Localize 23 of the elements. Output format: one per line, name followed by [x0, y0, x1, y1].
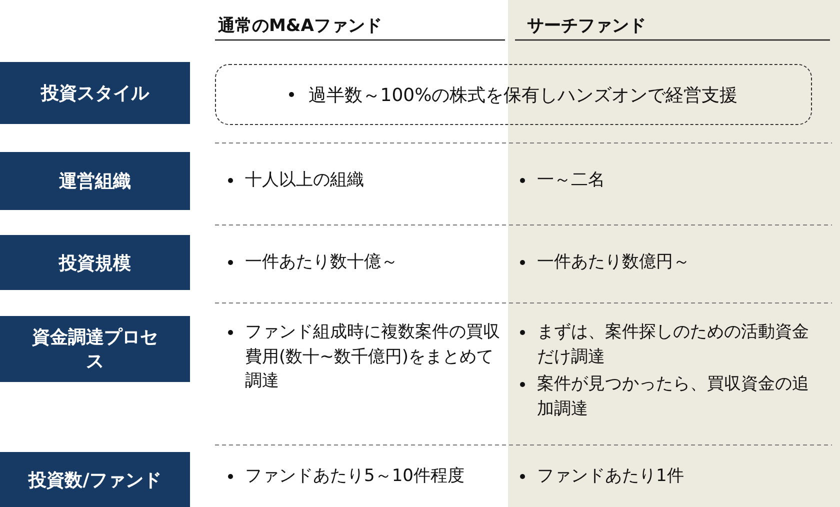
- cell-text: 一～二名: [537, 169, 605, 192]
- column-header: サーチファンド: [527, 15, 646, 37]
- cell-text: まずは、案件探しのための活動資金だけ調達: [537, 321, 810, 369]
- cell-text: 一件あたり数十億～: [245, 251, 398, 274]
- cell-text: ファンドあたり5～10件程度: [245, 465, 464, 488]
- row-header-box: [0, 452, 190, 507]
- column-header: 通常のM&Aファンド: [218, 15, 382, 37]
- cell-text: 一件あたり数億円～: [537, 251, 690, 274]
- dashed-rounded-box: [215, 64, 812, 125]
- cell-text: ファンドあたり1件: [537, 465, 684, 488]
- cell-text: 十人以上の組織: [245, 169, 364, 192]
- row-header-box: [0, 316, 190, 382]
- row-header-box: [0, 152, 190, 210]
- row-header-text: 資金調達プロセス: [31, 326, 159, 373]
- cell-text: 案件が見つかったら、買収資金の追加調達: [537, 373, 810, 421]
- row-header-text: 投資数/ファンド: [28, 468, 162, 492]
- cell-text: ファンド組成時に複数案件の買収費用(数十~数千億円)をまとめて調達: [245, 321, 500, 394]
- row-header-box: [0, 235, 190, 290]
- row-header-box: [0, 62, 190, 124]
- row-header-text: 投資規模: [58, 252, 132, 274]
- row-header-text: 投資スタイル: [40, 82, 150, 105]
- row-header-text: 運営組織: [58, 170, 132, 193]
- cell-text: 過半数～100%の株式を保有しハンズオンで経営支援: [308, 84, 738, 106]
